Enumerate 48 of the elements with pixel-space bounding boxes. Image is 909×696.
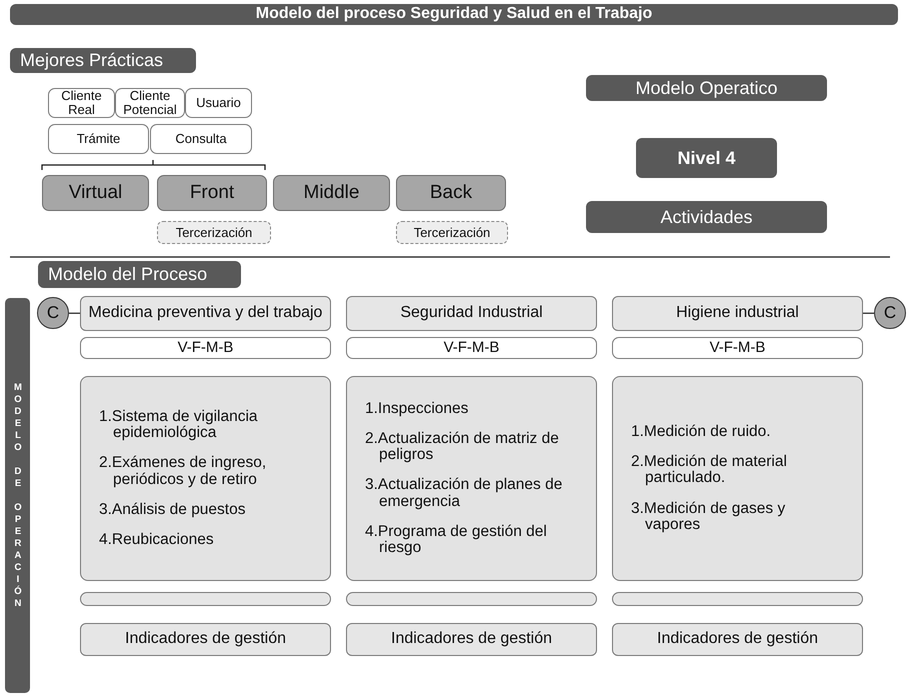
process-header: Higiene industrial (612, 296, 863, 331)
list-item: 2.Medición de material particulado. (631, 454, 788, 487)
list-item: 1.Inspecciones (365, 400, 468, 417)
client-box: Usuario (185, 88, 252, 118)
code-box: V-F-M-B (346, 337, 597, 359)
request-box: Trámite (48, 124, 149, 154)
client-box: Cliente Potencial (115, 88, 185, 118)
outsourcing-box: Tercerización (396, 221, 508, 244)
list-item: 2.Actualización de matriz de peligros (365, 430, 560, 464)
channel-box: Front (157, 175, 267, 211)
connector-line (863, 312, 874, 314)
process-header: Medicina preventiva y del trabajo (80, 296, 331, 331)
activity-panel (612, 376, 863, 581)
level-box: Nivel 4 (636, 138, 777, 178)
process-header: Seguridad Industrial (346, 296, 597, 331)
connector-line (69, 312, 80, 314)
indicator-box: Indicadores de gestión (612, 623, 863, 656)
section-label: Modelo del Proceso (38, 261, 241, 288)
channel-box: Back (396, 175, 506, 211)
section-label: Modelo Operatico (586, 75, 827, 101)
channel-box: Virtual (42, 175, 149, 211)
list-item: 3.Medición de gases y vapores (631, 500, 786, 534)
list-item: 4.Reubicaciones (99, 532, 214, 548)
bar (346, 592, 597, 606)
indicator-box: Indicadores de gestión (80, 623, 331, 656)
client-box: Cliente Real (48, 88, 115, 118)
activity-panel (80, 376, 331, 581)
code-box: V-F-M-B (612, 337, 863, 359)
activity-panel (346, 376, 597, 581)
list-item: 4.Programa de gestión del riesgo (365, 524, 548, 556)
code-box: V-F-M-B (80, 337, 331, 359)
list-item: 2.Exámenes de ingreso, periódicos y de retiro (99, 455, 268, 488)
title-banner: Modelo del proceso Seguridad y Salud en el Trabajo (10, 4, 898, 25)
section-label: Actividades (586, 201, 827, 233)
outsourcing-box: Tercerización (157, 221, 271, 244)
list-item: 3.Análisis de puestos (99, 502, 246, 518)
list-item: 3.Actualización de planes de emergencia (365, 477, 564, 510)
vertical-band: MODELO DE OPERACIÓN (5, 298, 30, 693)
section-label: Mejores Prácticas (10, 48, 196, 73)
channel-box: Middle (273, 175, 390, 211)
circle-marker: C (874, 297, 906, 329)
list-item: 1.Medición de ruido. (631, 424, 771, 440)
bar (612, 592, 863, 606)
bar (80, 592, 331, 606)
request-box: Consulta (150, 124, 252, 154)
list-item: 1.Sistema de vigilancia epidemiológica (99, 408, 259, 442)
indicator-box: Indicadores de gestión (346, 623, 597, 656)
circle-marker: C (37, 297, 69, 329)
